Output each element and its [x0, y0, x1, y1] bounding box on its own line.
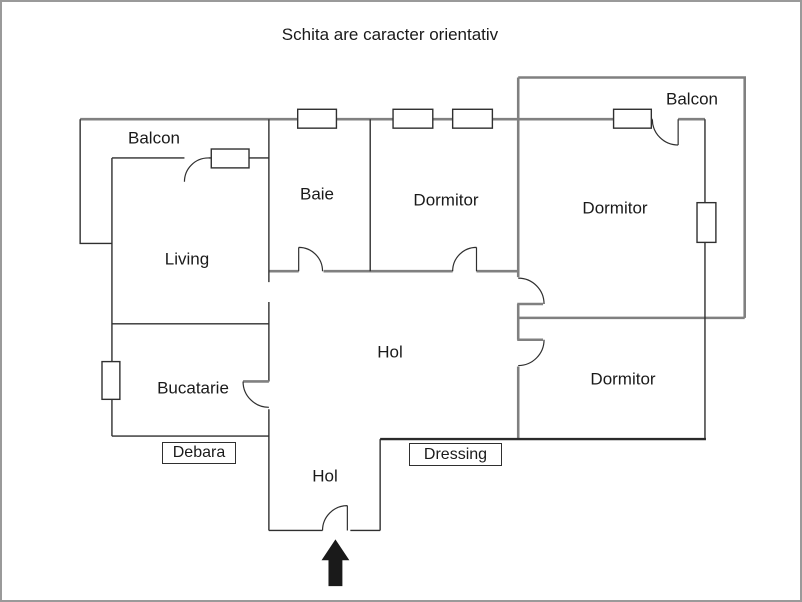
entrance-arrow-icon	[321, 539, 350, 587]
page-title: Schita are caracter orientativ	[281, 25, 499, 44]
window-dormitor-top-1	[392, 108, 434, 129]
dressing-text: Dressing	[423, 445, 488, 463]
door-bucatarie	[242, 381, 269, 408]
room-label-living: Living	[164, 249, 210, 269]
walls-main	[80, 76, 746, 440]
windows	[101, 108, 717, 401]
window-bucatarie	[101, 360, 121, 401]
door-hol-dormitor-right-upper	[518, 277, 545, 304]
window-dormitor-top-2	[451, 108, 494, 129]
door-arcs	[183, 119, 679, 531]
door-leaves	[243, 302, 544, 383]
door-dormitor-top	[452, 246, 478, 272]
door-entrance	[321, 505, 348, 531]
room-label-dressing: Dressing	[409, 443, 502, 466]
room-label-balcon-left: Balcon	[128, 128, 180, 148]
room-label-bucatarie: Bucatarie	[157, 378, 229, 398]
window-dormitor-right-side	[696, 201, 717, 244]
walls-interior	[79, 119, 706, 532]
room-label-baie: Baie	[299, 184, 335, 204]
room-label-hol-main: Hol	[377, 342, 403, 362]
window-living	[210, 148, 250, 169]
room-label-hol-lower: Hol	[312, 466, 338, 486]
room-label-dormitor-right: Dormitor	[582, 198, 648, 218]
debara-text: Debara	[172, 444, 226, 461]
window-dormitor-right-top	[612, 108, 653, 129]
room-label-dormitor-bottom: Dormitor	[590, 369, 656, 389]
room-label-debara: Debara	[162, 442, 236, 464]
door-balcon-right	[651, 119, 679, 146]
window-baie	[296, 108, 338, 129]
door-baie	[298, 246, 324, 272]
door-living-balcon	[183, 157, 209, 182]
door-hol-dormitor-bottom	[518, 339, 545, 367]
room-label-dormitor-top: Dormitor	[413, 190, 479, 210]
room-label-balcon-right: Balcon	[666, 89, 718, 109]
